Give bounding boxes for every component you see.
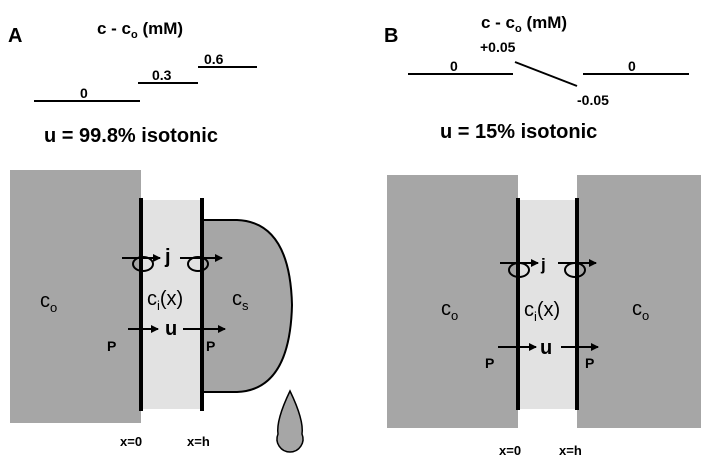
panel-a-secretion-concentration: cs — [232, 288, 249, 313]
panel-a-flow-fraction: u = 99.8% isotonic — [44, 125, 218, 147]
panel-b-left-concentration: co — [441, 298, 458, 323]
panel-b-right-concentration: co — [632, 298, 649, 323]
panel-a-left-bath — [10, 170, 141, 423]
panel-b-label: B — [384, 25, 398, 47]
panel-b-pump-loop-left — [508, 262, 530, 278]
panel-a-secretion-droplet — [201, 219, 294, 393]
panel-a-axis-title: c - co (mM) — [97, 19, 183, 41]
panel-a-pump-loop-right — [187, 256, 209, 272]
panel-a-label: A — [8, 25, 22, 47]
panel-a-step-label-2: 0.6 — [204, 51, 224, 67]
panel-b-permeability-left: P — [485, 355, 494, 371]
panel-a-permeability-right: P — [206, 338, 215, 354]
panel-a-flux-label: j — [164, 246, 171, 268]
panel-a-step-label-1: 0.3 — [152, 67, 172, 83]
panel-b-step-label-right: 0 — [628, 58, 636, 74]
panel-a: A c - co (mM) 0 0.3 0.6 u = 99.8% isoton… — [8, 19, 304, 453]
panel-b-cell-layer — [518, 200, 577, 409]
panel-a-cell-layer — [141, 200, 202, 409]
panel-b-right-bath — [577, 175, 701, 428]
panel-a-left-concentration: co — [40, 290, 57, 315]
panel-a-cell-concentration: ci(x) — [147, 288, 183, 313]
panel-b-flow-fraction: u = 15% isotonic — [440, 121, 597, 143]
panel-a-x0-label: x=0 — [120, 434, 142, 449]
panel-b-x0-label: x=0 — [499, 443, 521, 458]
panel-b: B c - co (mM) 0 +0.05 -0.05 0 u = 15% is… — [384, 13, 701, 458]
panel-b-flux-label: j — [540, 255, 546, 274]
panel-b-step-label-minus: -0.05 — [577, 92, 609, 108]
panel-a-pump-loop-left — [132, 256, 154, 272]
panel-a-permeability-left: P — [107, 338, 116, 354]
panel-b-cell-concentration: ci(x) — [524, 299, 560, 324]
panel-b-xh-label: x=h — [559, 443, 582, 458]
panel-b-step-label-plus: +0.05 — [480, 39, 516, 55]
panel-b-left-bath — [387, 175, 518, 428]
panel-b-axis-title: c - co (mM) — [481, 13, 567, 35]
panel-a-step-label-0: 0 — [80, 85, 88, 101]
panel-a-flow-label: u — [165, 318, 177, 340]
panel-b-flow-label: u — [540, 337, 552, 359]
panel-a-xh-label: x=h — [187, 434, 210, 449]
panel-b-step-label-left: 0 — [450, 58, 458, 74]
panel-b-gradient-line — [514, 61, 578, 87]
panel-a-drop-icon — [276, 389, 304, 453]
panel-b-pump-loop-right — [564, 262, 586, 278]
panel-b-permeability-right: P — [585, 355, 594, 371]
